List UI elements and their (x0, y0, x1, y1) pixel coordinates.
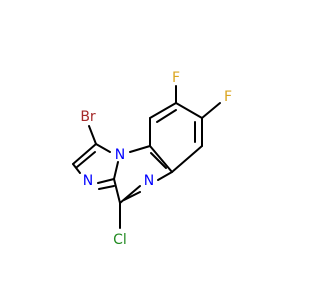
bond-n2-c3-inner (98, 185, 115, 190)
bonds (72, 85, 221, 229)
atom-labels: Br F F N N N Cl (80, 70, 232, 248)
bond-c2-n2 (72, 163, 81, 174)
bond-c4-n3-inner (123, 191, 141, 201)
bond-c6-n1 (129, 145, 151, 153)
molecule-canvas: Br F F N N N Cl (72, 70, 233, 248)
bond-c1-c2-inner (76, 151, 96, 168)
atom-n3: N (144, 173, 154, 189)
bond-c9-f2 (201, 102, 221, 119)
bond-br-c (88, 125, 97, 145)
atom-f1: F (172, 70, 180, 86)
bond-c7-c8-inner (156, 109, 177, 123)
atom-f2: F (224, 89, 232, 105)
atom-n1: N (115, 147, 125, 163)
bond-c3-n1 (113, 161, 119, 180)
atom-cl: Cl (113, 232, 127, 248)
bond-c7-c8 (149, 102, 177, 119)
atom-n2: N (83, 173, 93, 189)
bond-n3-c5 (157, 171, 173, 181)
bond-c5-c6 (149, 145, 173, 173)
bond-c5-c6-inner (150, 152, 167, 169)
bond-c3-c4 (113, 178, 121, 204)
bond-c8-c9 (175, 102, 203, 119)
bond-c10-c5 (171, 145, 203, 173)
bond-c1-n1 (95, 143, 111, 153)
structure-diagram: Br F F N N N Cl (72, 70, 232, 248)
bond-c1-c2 (72, 143, 97, 165)
atom-br: Br (80, 109, 96, 125)
bond-n2-c3 (97, 178, 115, 184)
